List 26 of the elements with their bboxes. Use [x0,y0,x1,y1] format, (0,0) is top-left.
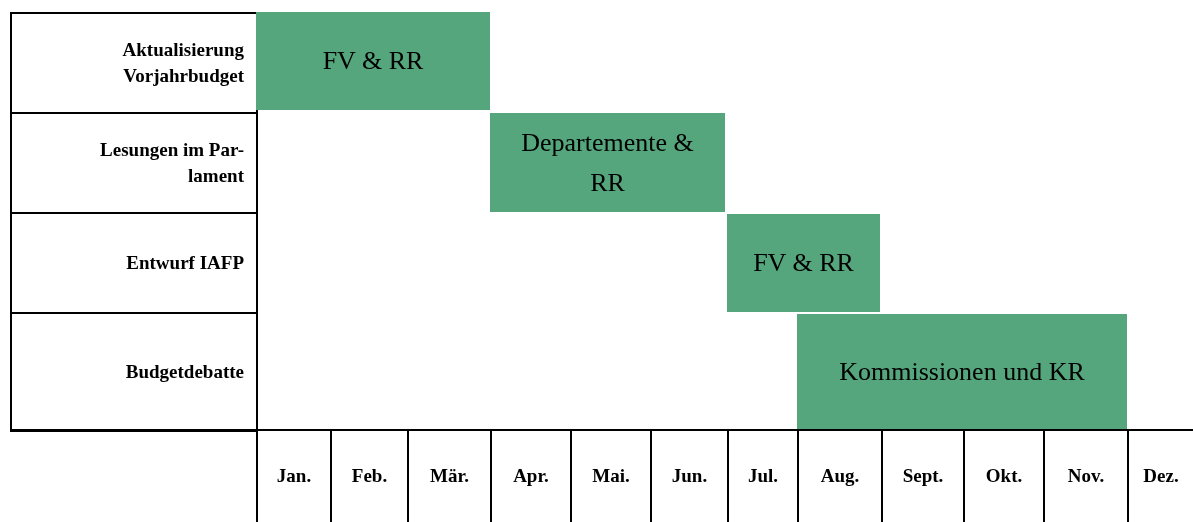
row-label: Entwurf IAFP [125,251,244,275]
bar-label: FV & RR [753,247,854,279]
row-header-cell [10,112,258,214]
row-header-cell [10,212,258,314]
bar-label: Departemente & RR [520,126,695,199]
month-cell: Mär. [407,430,490,522]
timeline-bar [256,12,490,110]
month-cell: Jan. [256,430,330,522]
month-cell: Apr. [490,430,570,522]
month-cell: Mai. [570,430,650,522]
month-cell: Jul. [727,430,797,522]
bar-label: Kommissionen und KR [839,356,1085,388]
month-cell: Dez. [1127,430,1193,522]
timeline-bar [727,214,880,312]
row-label: Budgetdebatte [124,360,244,384]
month-cell: Okt. [963,430,1043,522]
month-cell: Nov. [1043,430,1127,522]
row-label: Aktualisierung Vorjahrbudget [121,38,244,88]
month-cell: Feb. [330,430,407,522]
month-cell: Aug. [797,430,881,522]
timeline-bar [490,113,725,212]
bar-label: FV & RR [322,45,424,77]
timeline-bar [797,314,1127,430]
row-label: Lesungen im Par-lament [99,138,244,188]
month-cell: Sept. [881,430,963,522]
month-cell: Jun. [650,430,727,522]
